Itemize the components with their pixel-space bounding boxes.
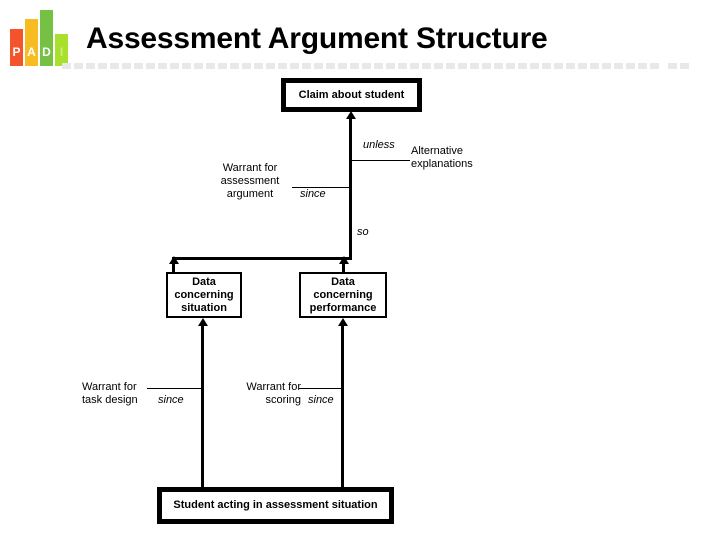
arrow-up-scoring-icon xyxy=(338,318,348,326)
connector-riser-task-design xyxy=(201,325,204,487)
connector-since-scoring-branch xyxy=(299,388,343,389)
box-data-concerning-situation: Data concerning situation xyxy=(166,272,242,318)
slide-title: Assessment Argument Structure xyxy=(86,22,548,55)
label-warrant-for-task-design: Warrant for task design xyxy=(82,381,138,406)
label-unless: unless xyxy=(363,139,395,151)
logo-letter-p: P xyxy=(12,45,21,59)
connector-riser-scoring xyxy=(341,325,344,487)
label-since-task-design: since xyxy=(158,394,184,406)
arrow-up-task-design-icon xyxy=(198,318,208,326)
padi-logo: P A D I xyxy=(10,8,72,66)
label-so: so xyxy=(357,226,369,238)
connector-unless-branch xyxy=(352,160,410,161)
arrow-up-to-claim-icon xyxy=(346,111,356,119)
logo-letter-d: D xyxy=(42,45,51,59)
box-claim-about-student: Claim about student xyxy=(281,78,422,112)
logo-bar-lightgreen xyxy=(55,34,68,66)
connector-since-assessment-branch xyxy=(292,187,350,188)
box-data-concerning-performance: Data concerning performance xyxy=(299,272,387,318)
connector-data-tie xyxy=(172,257,352,260)
connector-data-performance-stub xyxy=(342,257,345,273)
connector-claim-spine xyxy=(349,118,352,258)
connector-data-situation-stub xyxy=(172,257,175,273)
title-divider-dashed-tail xyxy=(668,63,692,69)
label-since-assessment: since xyxy=(300,188,326,200)
label-alternative-explanations: Alternative explanations xyxy=(411,145,473,170)
label-warrant-for-assessment-argument: Warrant for assessment argument xyxy=(220,162,280,200)
connector-since-task-design-branch xyxy=(147,388,203,389)
label-warrant-for-scoring: Warrant for scoring xyxy=(246,381,301,406)
logo-bar-yellow xyxy=(25,19,38,66)
label-since-scoring: since xyxy=(308,394,334,406)
logo-letter-a: A xyxy=(27,45,36,59)
logo-bar-green xyxy=(40,10,53,66)
title-divider-dashed xyxy=(62,63,660,69)
logo-bar-red xyxy=(10,29,23,66)
box-student-acting-in-assessment-situation: Student acting in assessment situation xyxy=(157,487,394,524)
logo-letter-i: I xyxy=(59,45,64,59)
